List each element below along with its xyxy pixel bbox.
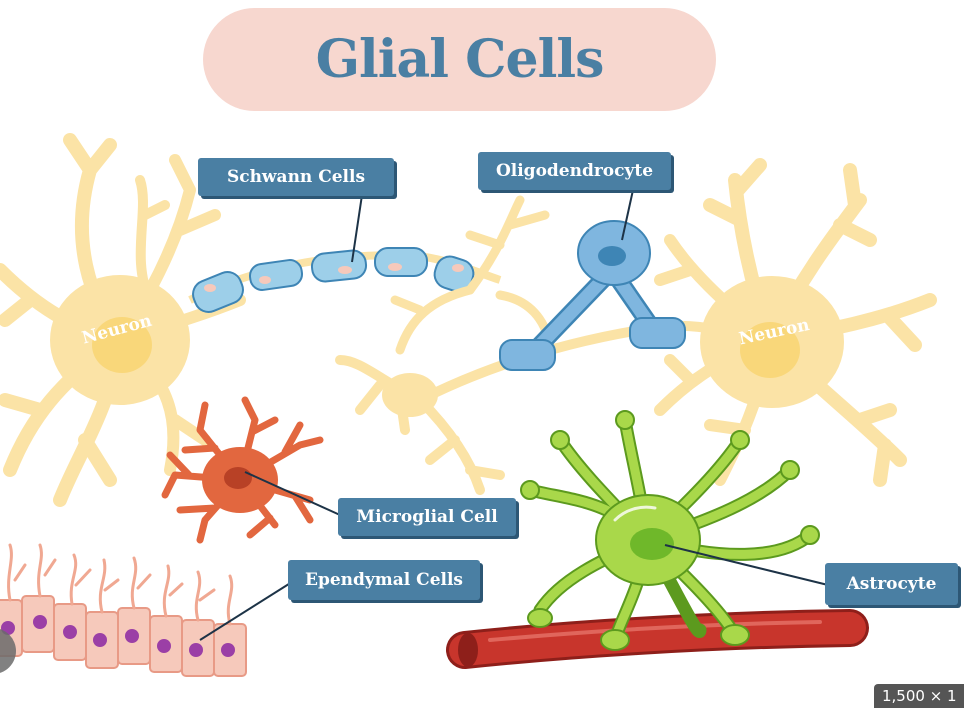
title-banner: Glial Cells [203,8,716,111]
ependymal-cells-label: Ependymal Cells [288,560,480,600]
schwann-cells [192,247,475,313]
neuron-middle-body [382,373,438,417]
leader-schwann [351,194,363,263]
leader-ependymal [199,581,293,641]
neuron-left-nucleus [92,317,152,373]
schwann-cells-label: Schwann Cells [198,158,394,196]
microglial-cell-label: Microglial Cell [338,498,516,536]
page-title: Glial Cells [315,29,605,90]
microglial-nucleus [224,467,252,489]
ependymal-cells-shape [0,543,247,677]
image-size-badge: 1,500 × 1 [874,684,964,708]
astrocyte-label: Astrocyte [825,563,958,605]
oligodendrocyte-label: Oligodendrocyte [478,152,671,190]
astrocyte-cell [520,410,820,651]
neuron-right-nucleus [740,322,800,378]
leader-microglial [244,471,341,516]
oligodendrocyte-cell [499,220,686,371]
leader-oligodendrocyte [621,189,634,241]
leader-lines [199,189,829,641]
neuron-right [654,158,937,487]
scroll-arrow-button[interactable] [0,628,16,674]
blood-vessel [446,609,869,669]
leader-astrocyte [664,544,829,586]
